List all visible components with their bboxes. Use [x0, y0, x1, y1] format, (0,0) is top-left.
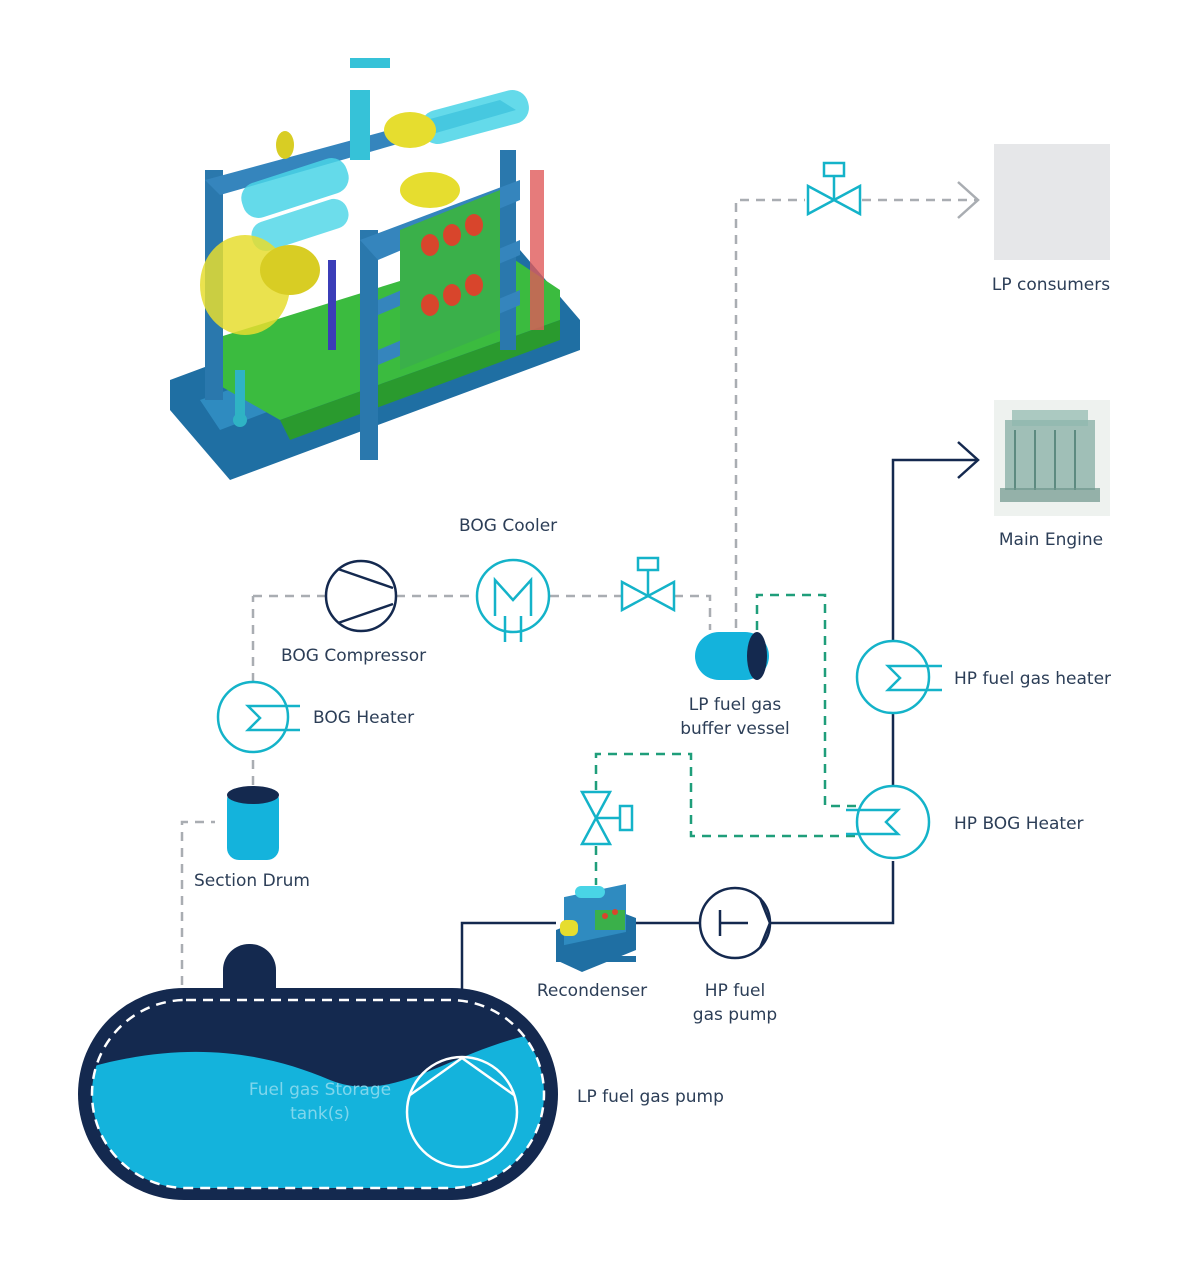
tank-label-line2: tank(s) [290, 1104, 350, 1124]
lp-buffer-label-line2: buffer vessel [680, 719, 790, 739]
hp-fuel-gas-heater-label: HP fuel gas heater [954, 669, 1111, 689]
hp-fuel-gas-line [460, 441, 980, 1058]
tank-label-line1: Fuel gas Storage [249, 1080, 391, 1100]
bog-cooler: BOG Cooler [459, 516, 557, 642]
main-engine: Main Engine [994, 400, 1110, 550]
bog-heater: BOG Heater [216, 680, 414, 754]
lp-fuel-gas-buffer-vessel: LP fuel gas buffer vessel [680, 632, 790, 739]
recondenser-control-valve [579, 790, 634, 846]
hp-pump-label-line1: HP fuel [705, 981, 765, 1001]
hp-fuel-gas-heater: HP fuel gas heater [855, 639, 1111, 715]
hp-bog-heater: HP BOG Heater [846, 784, 1084, 860]
bog-compressor-label: BOG Compressor [281, 646, 426, 666]
bog-compressor: BOG Compressor [281, 559, 426, 666]
hp-pump-label-line2: gas pump [693, 1005, 777, 1025]
lp-buffer-label-line1: LP fuel gas [689, 695, 782, 715]
bog-gas-line [180, 181, 980, 985]
section-drum-label: Section Drum [194, 871, 310, 891]
lp-consumers-label: LP consumers [992, 275, 1110, 295]
recondenser-skid-illustration [170, 58, 580, 480]
bog-cooler-label: BOG Cooler [459, 516, 557, 536]
main-engine-label: Main Engine [999, 530, 1103, 550]
recondenser: Recondenser [537, 883, 647, 1001]
bog-control-valve [620, 556, 676, 613]
lp-consumers: LP consumers [992, 144, 1110, 295]
fuel-gas-storage-tank: Fuel gas Storage tank(s) [78, 944, 558, 1200]
section-drum: Section Drum [194, 786, 310, 891]
bog-heater-label: BOG Heater [313, 708, 414, 728]
recondenser-label: Recondenser [537, 981, 647, 1001]
hp-bog-heater-loop [594, 593, 858, 885]
lp-fuel-gas-pump-label: LP fuel gas pump [577, 1087, 724, 1107]
hp-fuel-gas-pump: HP fuel gas pump [693, 886, 777, 1025]
hp-bog-heater-label: HP BOG Heater [954, 814, 1084, 834]
lp-consumers-control-valve [806, 161, 862, 217]
